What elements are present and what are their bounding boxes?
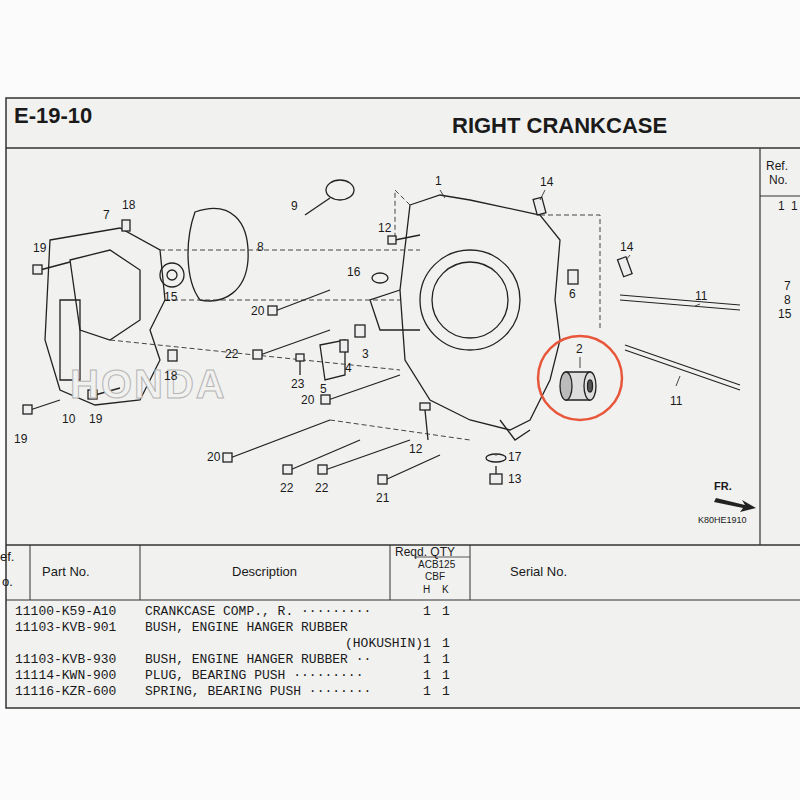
part-number: 11103-KVB-930: [15, 653, 116, 667]
callout-number: 23: [291, 378, 304, 391]
part-number: 11103-KVB-901: [15, 621, 116, 635]
callout-number: 19: [14, 433, 27, 446]
callout-number: 22: [280, 482, 293, 495]
callout-number: 11: [670, 395, 682, 408]
part-number: 11116-KZR-600: [15, 685, 116, 699]
callout-number: 18: [122, 199, 135, 212]
callout-number: 13: [508, 473, 521, 486]
part-description: BUSH, ENGINE HANGER RUBBER ··: [145, 653, 371, 667]
table-header: H: [423, 584, 430, 595]
callout-number: 14: [540, 176, 553, 189]
quantity: 1: [442, 605, 450, 619]
callout-number: 10: [62, 413, 75, 426]
quantity: 1: [423, 637, 431, 651]
callout-number: 20: [207, 451, 220, 464]
callout-number: 20: [251, 305, 264, 318]
part-description: PLUG, BEARING PUSH ·········: [145, 669, 363, 683]
table-header: ef.: [0, 550, 14, 564]
callout-number: 16: [347, 266, 360, 279]
part-description: CRANKCASE COMP., R. ·········: [145, 605, 371, 619]
callout-number: 22: [315, 482, 328, 495]
callout-number: 19: [89, 413, 102, 426]
table-header: CBF: [425, 571, 445, 582]
callout-number: 5: [320, 383, 327, 396]
callout-number: 3: [362, 348, 369, 361]
callout-number: 14: [620, 241, 633, 254]
table-header: ACB125: [418, 559, 455, 570]
quantity: 1: [442, 669, 450, 683]
callout-number: 19: [33, 242, 46, 255]
table-header: Reqd. QTY: [395, 546, 455, 559]
part-description: (HOKUSHIN): [345, 637, 423, 651]
part-description: BUSH, ENGINE HANGER RUBBER: [145, 621, 348, 635]
quantity: 1: [423, 685, 431, 699]
callout-number: 2: [576, 343, 583, 356]
callout-number: 4: [345, 362, 352, 375]
sheet-code: E-19-10: [14, 104, 92, 128]
callout-number: 12: [409, 443, 422, 456]
direction-mark: FR.: [714, 480, 732, 492]
quantity: 1: [423, 669, 431, 683]
callout-number: 8: [257, 241, 264, 254]
callout-number: 12: [378, 222, 391, 235]
callout-number: 17: [508, 451, 521, 464]
quantity: 1: [442, 653, 450, 667]
quantity: 1: [423, 605, 431, 619]
part-description: SPRING, BEARING PUSH ········: [145, 685, 371, 699]
table-header: Serial No.: [510, 565, 567, 579]
quantity: 1: [442, 637, 450, 651]
figure-code: K80HE1910: [698, 516, 747, 526]
ref-number: 1: [778, 200, 785, 213]
ref-number: 1: [791, 200, 798, 213]
table-header: Description: [232, 565, 297, 579]
column-header: No.: [769, 174, 788, 187]
part-number: 11114-KWN-900: [15, 669, 116, 683]
callout-number: 9: [291, 200, 298, 213]
quantity: 1: [442, 685, 450, 699]
callout-number: 6: [569, 288, 576, 301]
sheet-title: RIGHT CRANKCASE: [452, 114, 667, 138]
callout-number: 7: [103, 209, 110, 222]
ref-number: 15: [778, 308, 791, 321]
callout-number: 18: [164, 370, 177, 383]
ref-number: 7: [784, 280, 791, 293]
table-header: K: [442, 584, 449, 595]
ref-number: 8: [784, 294, 791, 307]
callout-number: 15: [164, 291, 177, 304]
watermark: HONDA: [70, 362, 227, 406]
table-header: Part No.: [42, 565, 90, 579]
callout-number: 21: [376, 492, 389, 505]
column-header: Ref.: [766, 160, 788, 173]
callout-number: 11: [695, 290, 707, 303]
callout-number: 22: [225, 348, 238, 361]
quantity: 1: [423, 653, 431, 667]
table-header: o.: [2, 575, 13, 589]
callout-number: 20: [301, 394, 314, 407]
part-number: 11100-K59-A10: [15, 605, 116, 619]
callout-number: 1: [435, 175, 442, 188]
